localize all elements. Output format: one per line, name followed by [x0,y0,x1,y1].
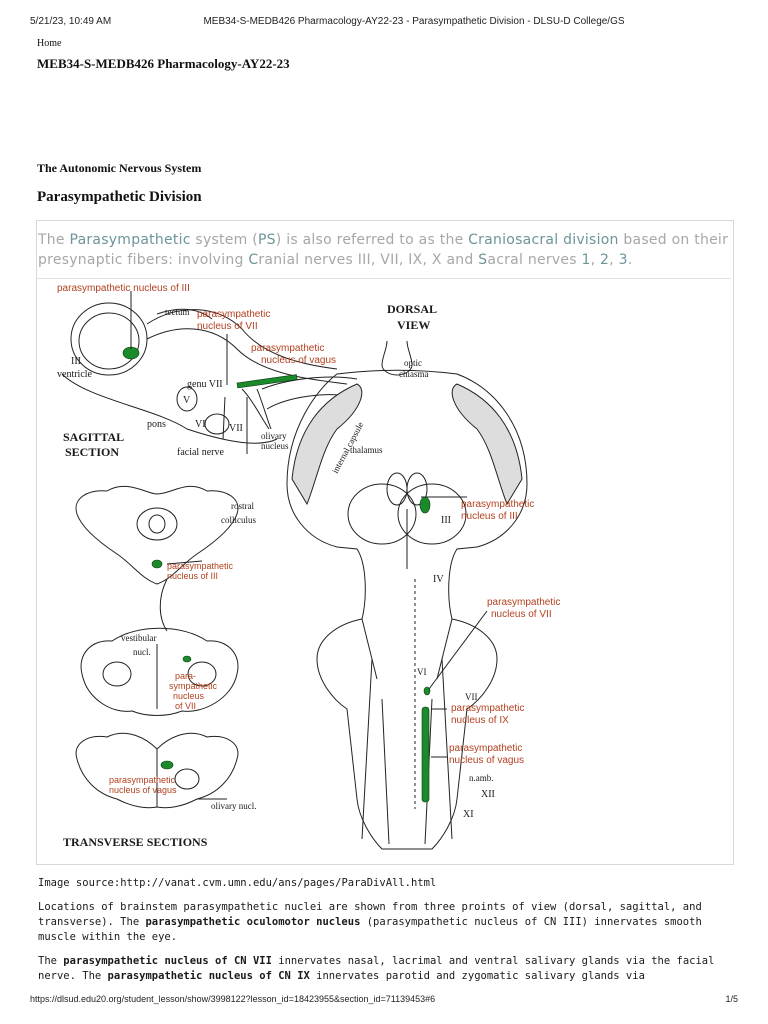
image-source-link[interactable]: http://vanat.cvm.umn.edu/ans/pages/ParaD… [120,877,437,889]
print-datetime: 5/21/23, 10:49 AM [30,16,112,27]
transverse-vestibular-drawing [80,627,239,716]
label-ps-iii-mid-2: nucleus of III [167,571,218,581]
label-ps-vagus-trans-2: nucleus of vagus [109,785,177,795]
body-paragraph-3: The parasympathetic nucleus of CN VII in… [38,955,715,982]
label-ps-vii-dorsal-2: nucleus of VII [491,609,552,620]
label-para-3: nucleus [173,691,205,701]
label-ps-vagus-1: parasympathetic [251,343,324,354]
brainstem-nuclei-figure: parasympathetic nucleus of III tectum II… [37,278,731,864]
label-ps-vii-1: parasympathetic [197,309,270,320]
dorsal-view-drawing [286,340,528,850]
label-vii-dorsal: VII [465,692,478,702]
nucleus-vii-transverse-mark [182,655,192,663]
label-ps-vagus-trans-1: parasympathetic [109,775,176,785]
label-ps-ix-2: nucleus of IX [451,715,509,726]
nucleus-iii-transverse-mark [151,559,163,569]
label-optic-1: optic [404,358,422,368]
print-header: 5/21/23, 10:49 AM MEB34-S-MEDB426 Pharma… [30,16,738,30]
page-title: Parasympathetic Division [37,189,202,205]
label-dorsal-2: VIEW [397,318,430,332]
label-ps-iii-dorsal-2: nucleus of III [461,511,518,522]
label-vi-dorsal: VI [417,667,427,677]
nucleus-vagus-transverse-mark [160,760,174,770]
label-ps-vagus-2: nucleus of vagus [261,355,336,366]
label-para-4: of VII [175,701,196,711]
label-rostral-2: colliculus [221,515,256,525]
label-vi: VI [195,419,206,430]
label-n-amb: n.amb. [469,773,494,783]
print-page-number: 1/5 [725,994,738,1004]
label-vestibular-2: nucl. [133,647,151,657]
label-tectum: tectum [165,307,190,317]
course-title: MEB34-S-MEDB426 Pharmacology-AY22-23 [37,56,290,71]
nucleus-ix-vagus-dorsal-mark [421,706,430,803]
label-para-1: para- [175,671,196,681]
label-rostral-1: rostral [231,501,254,511]
label-transverse-sections: TRANSVERSE SECTIONS [63,835,208,849]
nucleus-iii-dorsal-mark [419,496,431,514]
label-ps-ix-1: parasympathetic [451,703,524,714]
label-ps-vagus-dorsal-2: nucleus of vagus [449,755,524,766]
label-xii: XII [481,789,495,800]
label-ps-vii-2: nucleus of VII [197,321,258,332]
sagittal-section-drawing [61,302,358,454]
nucleus-vii-dorsal-mark [423,686,431,696]
lesson-body-text: Image source:http://vanat.cvm.umn.edu/an… [38,876,738,993]
label-facial-nerve: facial nerve [177,447,224,458]
label-v: V [183,395,191,406]
label-dorsal-1: DORSAL [387,302,437,316]
label-olivary-1: olivary [261,431,287,441]
label-genu-vii: genu VII [187,379,223,390]
label-ps-iii-mid-1: parasympathetic [167,561,234,571]
label-sagittal-2: SECTION [65,445,119,459]
label-optic-2: chiasma [399,369,429,379]
label-vii: VII [229,423,243,434]
print-footer-url: https://dlsud.edu20.org/student_lesson/s… [30,994,436,1004]
nucleus-vagus-sagittal-mark [236,374,298,389]
image-source-line: Image source:http://vanat.cvm.umn.edu/an… [38,877,437,889]
label-xi: XI [463,809,474,820]
lesson-content-panel [36,220,734,865]
breadcrumb-home-link[interactable]: Home [37,38,62,49]
transverse-rostral-drawing [75,485,239,585]
label-ps-vagus-dorsal-1: parasympathetic [449,743,522,754]
label-vestibular-1: vestibular [121,633,157,643]
label-olivary-2: nucleus [261,441,289,451]
label-ps-nucleus-iii-top: parasympathetic nucleus of III [57,283,190,294]
print-footer: https://dlsud.edu20.org/student_lesson/s… [30,994,738,1008]
label-thalamus: thalamus [350,445,383,455]
label-ps-iii-dorsal-1: parasympathetic [461,499,534,510]
transverse-vagus-drawing [75,732,239,809]
label-pons: pons [147,419,166,430]
section-title: The Autonomic Nervous System [37,161,202,175]
label-para-2: sympathetic [169,681,218,691]
label-olivary-nucl: olivary nucl. [211,801,257,811]
label-iii-dorsal: III [441,515,451,526]
intro-paragraph: The Parasympathetic system (PS) is also … [38,232,729,268]
label-ps-vii-dorsal-1: parasympathetic [487,597,560,608]
print-page-title: MEB34-S-MEDB426 Pharmacology-AY22-23 - P… [203,16,625,27]
label-iv: IV [433,574,444,585]
label-iii-ventricle-2: ventricle [57,369,93,380]
body-paragraph-2: Locations of brainstem parasympathetic n… [38,901,702,943]
label-iii-ventricle-1: III [71,356,81,367]
brainstem-diagram: parasympathetic nucleus of III tectum II… [57,283,560,850]
label-sagittal-1: SAGITTAL [63,430,124,444]
